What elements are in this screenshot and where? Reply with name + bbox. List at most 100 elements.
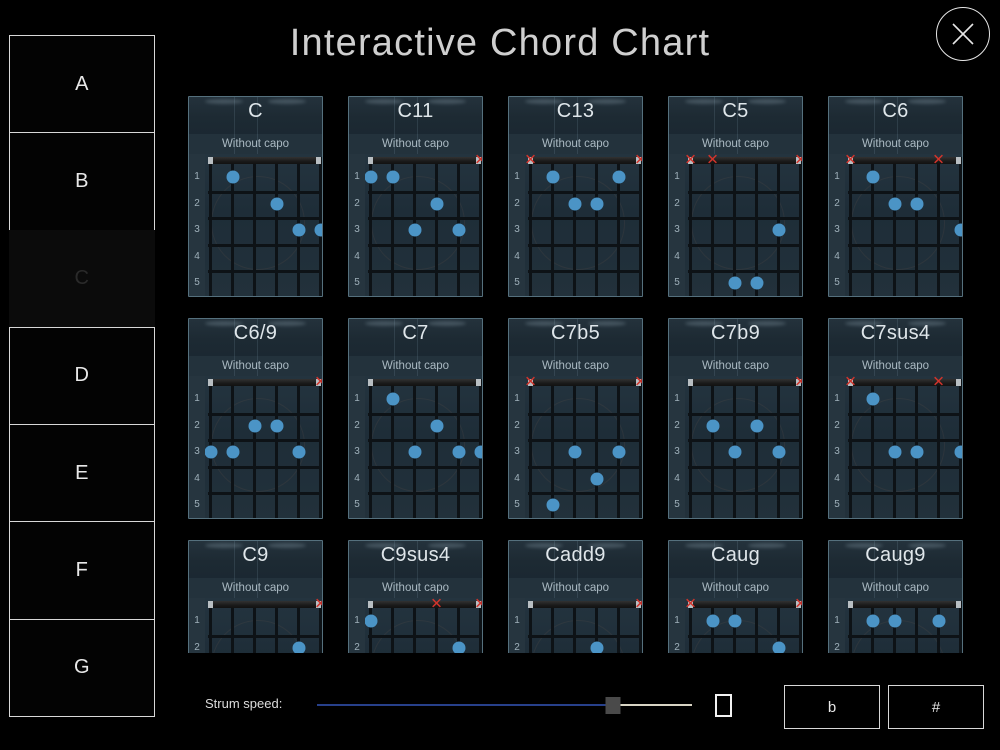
finger-dot[interactable] [386, 392, 399, 406]
finger-dot[interactable] [888, 445, 901, 459]
loop-checkbox[interactable] [715, 694, 732, 717]
slider-thumb[interactable] [605, 697, 621, 714]
finger-dot[interactable] [226, 170, 239, 184]
finger-dot[interactable] [568, 445, 581, 459]
finger-dot[interactable] [270, 419, 283, 433]
finger-dot[interactable] [706, 419, 719, 433]
finger-dot[interactable] [546, 170, 559, 184]
sidebar-item-c[interactable]: C [9, 229, 155, 327]
finger-dot[interactable] [910, 445, 923, 459]
finger-dot[interactable] [772, 641, 785, 653]
finger-dot[interactable] [248, 419, 261, 433]
finger-dot[interactable] [314, 223, 322, 237]
finger-dot[interactable] [866, 614, 879, 628]
finger-dot[interactable] [292, 641, 305, 653]
close-icon[interactable] [936, 7, 990, 61]
finger-dot[interactable] [452, 641, 465, 653]
finger-dot[interactable] [408, 445, 421, 459]
finger-dot[interactable] [728, 276, 741, 290]
string-line [849, 157, 852, 296]
finger-dot[interactable] [954, 223, 962, 237]
finger-dot[interactable] [546, 498, 559, 512]
finger-dot[interactable] [452, 445, 465, 459]
finger-dot[interactable] [590, 641, 603, 653]
finger-dot[interactable] [408, 223, 421, 237]
finger-dot[interactable] [590, 197, 603, 211]
finger-dot[interactable] [430, 197, 443, 211]
finger-dot[interactable] [750, 276, 763, 290]
finger-dot[interactable] [728, 614, 741, 628]
flat-button[interactable]: b [784, 685, 880, 729]
finger-dot[interactable] [270, 197, 283, 211]
sidebar-item-d[interactable]: D [9, 326, 155, 425]
fret-number: 1 [674, 171, 680, 183]
finger-dot[interactable] [728, 445, 741, 459]
finger-dot[interactable] [866, 392, 879, 406]
fret-grid [205, 598, 322, 653]
finger-dot[interactable] [452, 223, 465, 237]
finger-dot[interactable] [568, 197, 581, 211]
finger-dot[interactable] [386, 170, 399, 184]
sidebar-item-b[interactable]: B [9, 132, 155, 230]
finger-dot[interactable] [365, 614, 377, 628]
finger-dot[interactable] [706, 614, 719, 628]
finger-dot[interactable] [205, 445, 217, 459]
string-line [617, 157, 620, 296]
finger-dot[interactable] [292, 223, 305, 237]
sidebar-item-g[interactable]: G [9, 618, 155, 717]
sharp-button[interactable]: # [888, 685, 984, 729]
finger-dot[interactable] [474, 445, 482, 459]
finger-dot[interactable] [772, 445, 785, 459]
finger-dot[interactable] [910, 197, 923, 211]
sidebar-item-a[interactable]: A [9, 35, 155, 133]
strum-speed-slider[interactable] [317, 692, 692, 718]
finger-dot[interactable] [772, 223, 785, 237]
finger-dot[interactable] [226, 445, 239, 459]
finger-dot[interactable] [430, 419, 443, 433]
finger-dot[interactable] [612, 170, 625, 184]
finger-dot[interactable] [750, 419, 763, 433]
muted-string-x-icon: ✕ [684, 151, 697, 169]
finger-dot[interactable] [612, 445, 625, 459]
finger-dot[interactable] [954, 445, 962, 459]
finger-dot[interactable] [292, 445, 305, 459]
sidebar-item-f[interactable]: F [9, 521, 155, 619]
finger-dot[interactable] [365, 170, 377, 184]
finger-dot[interactable] [866, 170, 879, 184]
finger-dot[interactable] [888, 614, 901, 628]
finger-dot[interactable] [888, 197, 901, 211]
finger-dot[interactable] [590, 472, 603, 486]
finger-dot[interactable] [932, 614, 945, 628]
sidebar-item-e[interactable]: E [9, 424, 155, 522]
